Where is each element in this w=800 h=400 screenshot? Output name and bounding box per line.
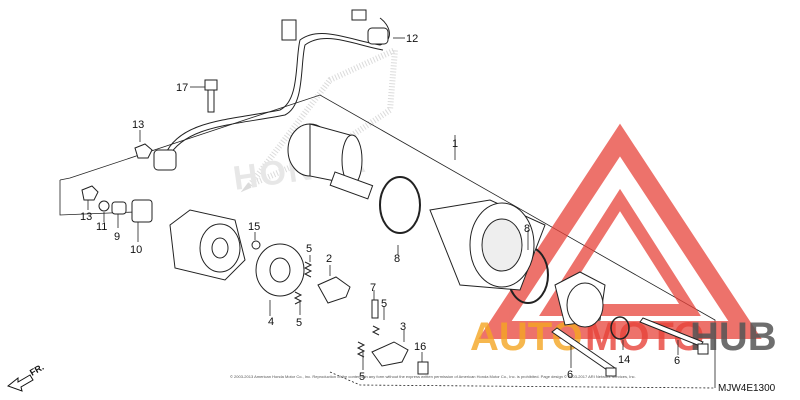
bolts-7-16 xyxy=(371,299,429,375)
callout-5c: 5 xyxy=(381,298,387,310)
brush-holder-4 xyxy=(255,243,305,297)
callout-1: 1 xyxy=(452,138,458,150)
nut-13-upper xyxy=(134,143,153,159)
callout-3: 3 xyxy=(400,321,406,333)
brushes-2-3 xyxy=(317,276,409,367)
rear-cover xyxy=(554,271,606,328)
callout-10: 10 xyxy=(130,244,142,256)
callout-5d: 5 xyxy=(359,371,365,383)
automotohub-logo-text: AUTO MOTO HUB xyxy=(470,315,777,359)
callout-15: 15 xyxy=(248,221,260,233)
callout-13a: 13 xyxy=(132,119,144,131)
callout-14: 14 xyxy=(618,354,630,366)
callout-5a: 5 xyxy=(306,243,312,255)
bolt-17 xyxy=(204,79,218,113)
copyright-notice: © 2003-2013 American Honda Motor Co., In… xyxy=(230,374,636,379)
callout-16: 16 xyxy=(414,341,426,353)
o-ring-15 xyxy=(251,240,261,250)
diagram-code: MJW4E1300 xyxy=(718,383,776,394)
callouts: 1 2 3 4 5 5 5 5 6 6 7 8 8 9 10 11 12 13 … xyxy=(80,33,680,383)
direction-label: FR. xyxy=(28,362,46,378)
callout-6a: 6 xyxy=(567,369,573,381)
terminal-hardware xyxy=(81,185,153,223)
leader-lines xyxy=(87,37,679,370)
callout-8a: 8 xyxy=(394,253,400,265)
callout-7: 7 xyxy=(370,282,376,294)
front-cover xyxy=(169,209,246,281)
callout-9: 9 xyxy=(114,231,120,243)
starter-cable xyxy=(153,9,390,171)
automotohub-watermark xyxy=(478,123,762,339)
callout-17: 17 xyxy=(176,82,188,94)
callout-2: 2 xyxy=(326,253,332,265)
long-bolts-6 xyxy=(551,317,709,377)
callout-8b: 8 xyxy=(524,223,530,235)
callout-4: 4 xyxy=(268,316,274,328)
assembly-frame xyxy=(59,94,716,389)
callout-12: 12 xyxy=(406,33,418,45)
front-direction-indicator: FR. xyxy=(6,362,46,392)
callout-13b: 13 xyxy=(80,211,92,223)
springs xyxy=(293,261,381,358)
o-ring-14 xyxy=(610,316,630,340)
yoke xyxy=(429,199,546,291)
callout-5b: 5 xyxy=(296,317,302,329)
arrow-icon xyxy=(6,374,34,392)
callout-6b: 6 xyxy=(674,355,680,367)
callout-11: 11 xyxy=(96,221,107,233)
armature xyxy=(287,123,374,200)
